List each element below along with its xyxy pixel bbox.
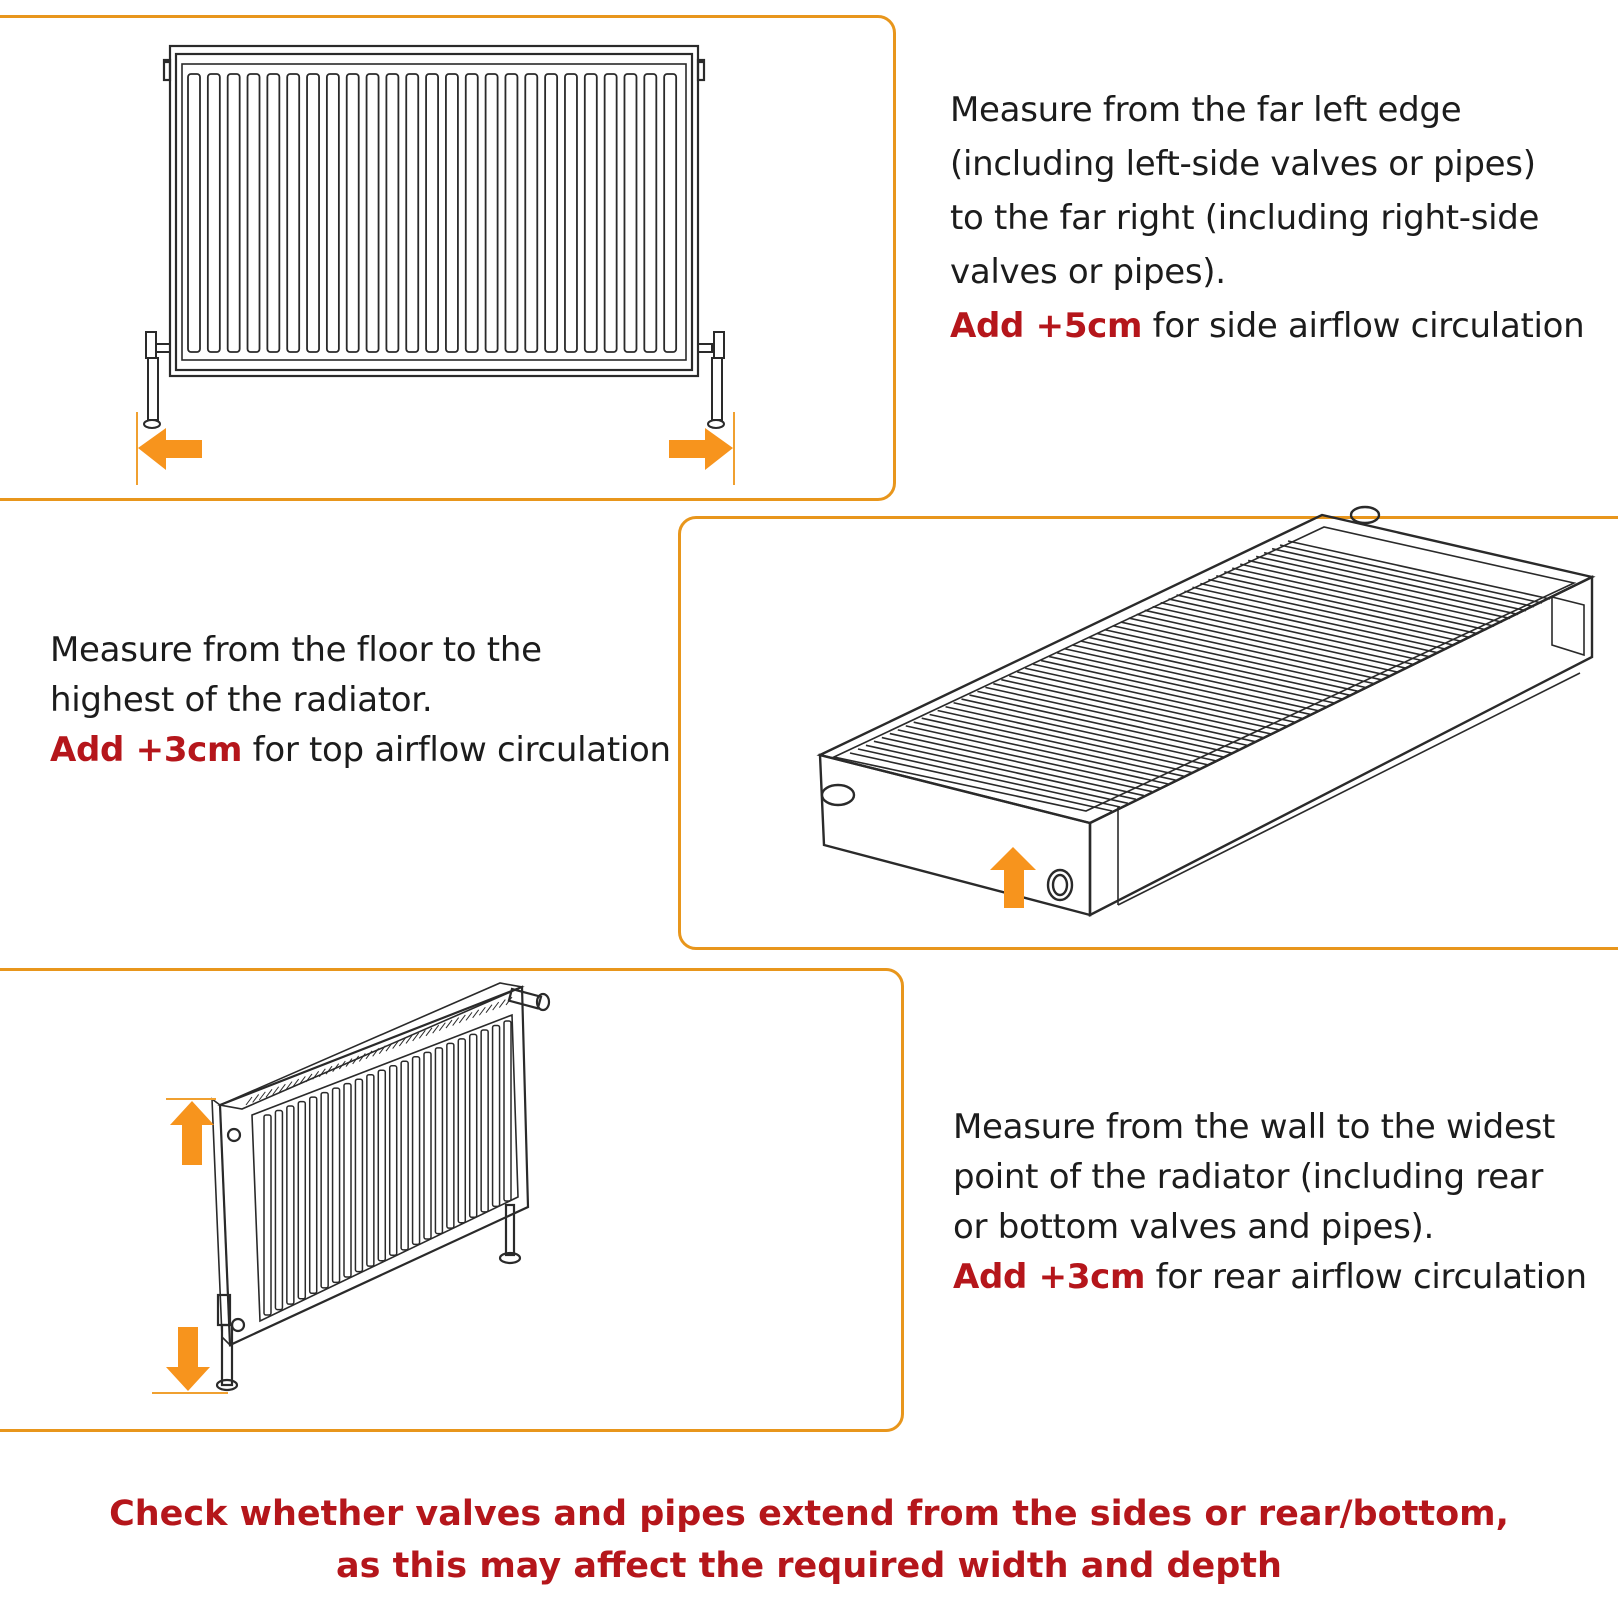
arrow-up-icon — [170, 1101, 214, 1165]
width-panel — [0, 15, 896, 501]
arrow-down-icon — [166, 1327, 210, 1391]
depth-add-line: Add +3cm for rear airflow circulation — [953, 1252, 1587, 1302]
depth-line-1: Measure from the wall to the widest — [953, 1107, 1556, 1147]
depth-instructions: Measure from the wall to the widest poin… — [953, 1102, 1587, 1302]
width-add-line: Add +5cm for side airflow circulation — [950, 299, 1585, 353]
radiator-front-illustration — [136, 44, 735, 485]
height-add-line: Add +3cm for top airflow circulation — [50, 725, 671, 775]
depth-line-2: point of the radiator (including rear — [953, 1157, 1544, 1197]
radiator-top-illustration — [816, 505, 1596, 917]
footer-note: Check whether valves and pipes extend fr… — [0, 1488, 1618, 1592]
footer-line-1: Check whether valves and pipes extend fr… — [109, 1494, 1509, 1534]
height-add-suffix: for top airflow circulation — [242, 730, 671, 770]
width-line-3: to the far right (including right-side — [950, 198, 1540, 238]
width-add-value: Add +5cm — [950, 306, 1143, 346]
width-line-1: Measure from the far left edge — [950, 90, 1462, 130]
width-add-suffix: for side airflow circulation — [1142, 306, 1585, 346]
width-line-2: (including left-side valves or pipes) — [950, 144, 1536, 184]
depth-line-3: or bottom valves and pipes). — [953, 1207, 1435, 1247]
width-line-4: valves or pipes). — [950, 252, 1226, 292]
radiator-angled-illustration — [152, 982, 551, 1394]
width-instructions: Measure from the far left edge (includin… — [950, 83, 1585, 353]
height-instructions: Measure from the floor to the highest of… — [50, 625, 671, 775]
arrow-up-icon — [990, 847, 1036, 908]
height-add-value: Add +3cm — [50, 730, 243, 770]
depth-add-value: Add +3cm — [953, 1257, 1146, 1297]
depth-add-suffix: for rear airflow circulation — [1145, 1257, 1587, 1297]
height-line-1: Measure from the floor to the — [50, 630, 542, 670]
height-panel — [678, 516, 1618, 950]
height-line-2: highest of the radiator. — [50, 680, 433, 720]
footer-line-2: as this may affect the required width an… — [336, 1546, 1282, 1586]
depth-panel — [0, 968, 904, 1432]
arrow-right-icon — [669, 428, 733, 470]
arrow-left-icon — [138, 428, 202, 470]
